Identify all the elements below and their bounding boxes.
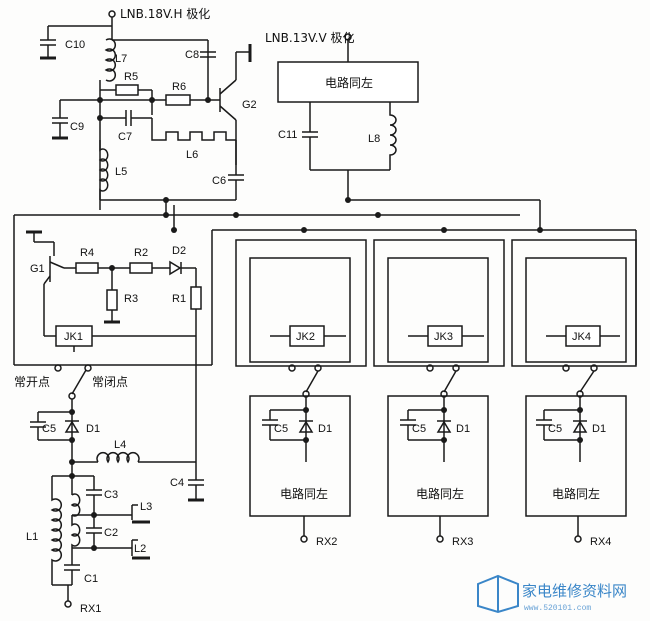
jk3-label: JK3: [434, 331, 453, 343]
channel-rx1: 常开点 常闭点 C5 D1 L4 C4 L1: [14, 336, 204, 615]
lnb-h-section: LNB.18V.H 极化 C10 L7 R5 R6 C8: [40, 7, 257, 215]
c8-label: C8: [185, 49, 199, 61]
r4-label: R4: [80, 247, 94, 259]
r5-label: R5: [124, 71, 138, 83]
c10-label: C10: [65, 39, 85, 51]
c5-label-4: C5: [548, 423, 562, 435]
rx1-label: RX1: [80, 603, 101, 615]
l3-label: L3: [140, 501, 152, 513]
d1-label-2: D1: [318, 423, 332, 435]
d1-label-3: D1: [456, 423, 470, 435]
channel-rx4: JK4 C5 D1 电路同左 RX4: [511, 239, 637, 548]
same-circuit-rx2: 电路同左: [280, 486, 328, 501]
same-circuit-rx3: 电路同左: [416, 486, 464, 501]
c4-label: C4: [170, 477, 184, 489]
rx4-label: RX4: [590, 536, 611, 548]
r1-label: R1: [172, 293, 186, 305]
channel-rx3: JK3 C5 D1 电路同左 RX3: [373, 239, 505, 548]
r6-label: R6: [172, 81, 186, 93]
c5-label-2: C5: [274, 423, 288, 435]
l7-label: L7: [115, 53, 127, 65]
rx2-label: RX2: [316, 536, 337, 548]
l2-label: L2: [134, 543, 146, 555]
c5-label-1: C5: [42, 423, 56, 435]
c2-label: C2: [104, 527, 118, 539]
c9-label: C9: [70, 121, 84, 133]
d2-label: D2: [172, 245, 186, 257]
c11-label: C11: [278, 129, 297, 141]
c7-label: C7: [118, 131, 132, 143]
g2-label: G2: [242, 99, 257, 111]
c3-label: C3: [104, 489, 118, 501]
l6-label: L6: [186, 149, 198, 161]
watermark: 家电维修资料网 www.520101.com: [477, 574, 627, 614]
c5-label-3: C5: [412, 423, 426, 435]
l1-label: L1: [26, 531, 38, 543]
jk4-label: JK4: [572, 331, 591, 343]
l8-label: L8: [368, 133, 380, 145]
r3-label: R3: [124, 293, 138, 305]
jk2-label: JK2: [296, 331, 315, 343]
channel-rx2: JK2 C5 D1 电路同左 RX2: [235, 239, 367, 548]
control-circuit: G1 R4 R2 D2 R1 R3 JK1: [26, 230, 202, 352]
c1-label: C1: [84, 573, 98, 585]
normally-open-label: 常开点: [14, 375, 50, 389]
supply-v-label: LNB.13V.V 极化: [265, 31, 354, 45]
watermark-text: 家电维修资料网: [522, 582, 627, 600]
c6-label: C6: [212, 175, 226, 187]
same-circuit-top-label: 电路同左: [325, 75, 373, 90]
supply-h-label: LNB.18V.H 极化: [120, 7, 210, 21]
d1-label-4: D1: [592, 423, 606, 435]
d1-label-1: D1: [86, 423, 100, 435]
same-circuit-rx4: 电路同左: [552, 486, 600, 501]
bus-lines: [13, 205, 637, 366]
jk1-label: JK1: [64, 331, 83, 343]
g1-label: G1: [30, 263, 45, 275]
normally-closed-label: 常闭点: [92, 375, 128, 389]
l4-label: L4: [114, 439, 126, 451]
watermark-url: www.520101.com: [524, 604, 591, 613]
rx3-label: RX3: [452, 536, 473, 548]
l5-label: L5: [115, 166, 127, 178]
r2-label: R2: [134, 247, 148, 259]
same-circuit-box-top: [277, 61, 419, 103]
lnb-v-section: LNB.13V.V 极化 电路同左 C11 L8: [265, 31, 541, 230]
